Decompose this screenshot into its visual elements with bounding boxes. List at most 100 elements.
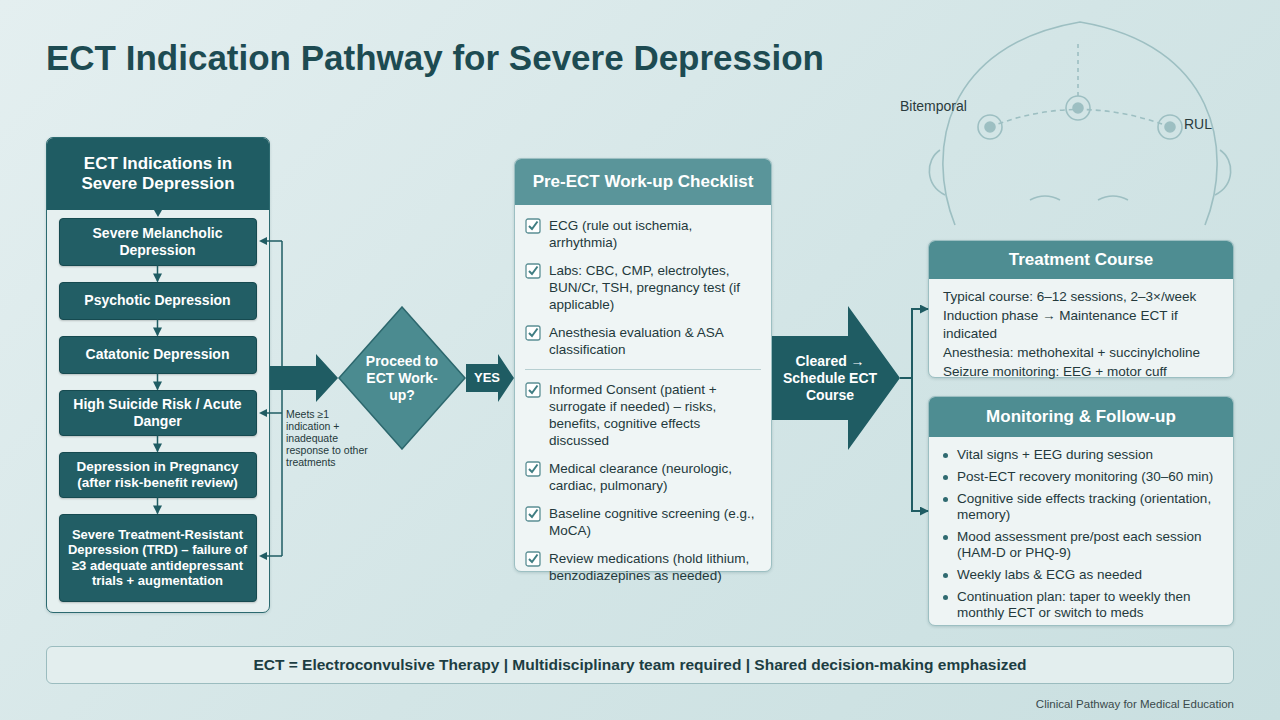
electrode-dot xyxy=(1165,122,1175,132)
checkbox-tick xyxy=(529,510,538,518)
box-text: Psychotic Depression xyxy=(84,292,230,309)
bracket-heads xyxy=(154,210,267,560)
item-text: Vital signs + EEG during session xyxy=(957,447,1221,463)
checkbox-icon xyxy=(525,551,541,567)
list-item: Seizure monitoring: EEG + motor cuff xyxy=(943,363,1219,381)
electrode-ring xyxy=(978,115,1002,139)
list-item: Induction phase → Maintenance ECT if ind… xyxy=(943,307,1219,343)
shape-text: Cleared → Schedule ECT Course xyxy=(774,353,886,404)
list-item: Post-ECT recovery monitoring (30–60 min) xyxy=(941,469,1221,485)
indication-box: High Suicide Risk / Acute Danger xyxy=(59,390,257,436)
bullet-dot xyxy=(943,595,948,600)
box-text: Catatonic Depression xyxy=(86,346,230,363)
checklist-panel: Pre-ECT Work-up ChecklistECG (rule out i… xyxy=(514,158,772,572)
list-item: ECG (rule out ischemia, arrhythmia) xyxy=(525,217,761,251)
item-text: ECG (rule out ischemia, arrhythmia) xyxy=(549,217,761,251)
list-item: Informed Consent (patient + surrogate if… xyxy=(525,381,761,449)
electrode-dot xyxy=(1073,103,1083,113)
footer-text: ECT = Electroconvulsive Therapy | Multid… xyxy=(253,656,1026,674)
cleared-arrow: Cleared → Schedule ECT Course xyxy=(772,306,900,450)
panel-header: Monitoring & Follow-up xyxy=(929,397,1233,437)
annotation-label: RUL xyxy=(1184,116,1212,132)
electrode-path xyxy=(990,110,1170,128)
flow-arrow xyxy=(466,354,514,402)
panel-body: Typical course: 6–12 sessions, 2–3×/week… xyxy=(929,279,1233,386)
checkbox-icon xyxy=(525,506,541,522)
indication-box: Catatonic Depression xyxy=(59,336,257,374)
indication-bracket xyxy=(266,241,282,556)
bracket-line xyxy=(281,241,283,556)
item-text: Labs: CBC, CMP, electrolytes, BUN/Cr, TS… xyxy=(549,262,761,313)
checkbox-tick xyxy=(529,555,538,563)
checkbox-icon xyxy=(525,461,541,477)
box-text: Severe Melancholic Depression xyxy=(68,225,248,258)
item-text: Post-ECT recovery monitoring (30–60 min) xyxy=(957,469,1221,485)
item-text: Seizure monitoring: EEG + motor cuff xyxy=(943,363,1219,381)
eye-line xyxy=(1030,196,1060,200)
item-text: Cognitive side effects tracking (orienta… xyxy=(957,491,1221,523)
flow-connector xyxy=(157,436,159,452)
item-text: Anesthesia evaluation & ASA classificati… xyxy=(549,324,761,358)
list-item: Continuation plan: taper to weekly then … xyxy=(941,589,1221,621)
item-text: Medical clearance (neurologic, cardiac, … xyxy=(549,460,761,494)
bracket-arm xyxy=(266,555,282,557)
checkbox-tick xyxy=(529,386,538,394)
bracket-arrowhead xyxy=(259,552,267,560)
bullet-dot xyxy=(943,453,948,458)
checkbox-icon xyxy=(525,263,541,279)
header-arrowhead xyxy=(154,210,162,217)
treatment-panel: Treatment CourseTypical course: 6–12 ses… xyxy=(928,240,1234,378)
item-text: Anesthesia: methohexital + succinylcholi… xyxy=(943,344,1219,362)
list-item: Anesthesia evaluation & ASA classificati… xyxy=(525,324,761,358)
divider-line xyxy=(525,369,761,370)
bullet-dot xyxy=(943,573,948,578)
vertex-line xyxy=(1077,40,1079,96)
box-text: High Suicide Risk / Acute Danger xyxy=(68,396,248,429)
ear-outline xyxy=(929,150,945,195)
list-item: Mood assessment pre/post each session (H… xyxy=(941,529,1221,561)
indication-box: Severe Treatment-Resistant Depression (T… xyxy=(59,514,257,602)
bracket-arrowhead xyxy=(259,237,267,245)
monitoring-panel: Monitoring & Follow-upVital signs + EEG … xyxy=(928,396,1234,626)
list-item: Baseline cognitive screening (e.g., MoCA… xyxy=(525,505,761,539)
item-text: Review medications (hold lithium, benzod… xyxy=(549,550,761,584)
annotation-label: Bitemporal xyxy=(900,98,967,114)
bracket-arm xyxy=(266,240,282,242)
checkbox-frame xyxy=(526,219,540,233)
panel-header: Pre-ECT Work-up Checklist xyxy=(515,159,771,205)
ear-outline xyxy=(1215,150,1231,195)
checkbox-frame xyxy=(526,326,540,340)
checkbox-frame xyxy=(526,383,540,397)
list-item: Typical course: 6–12 sessions, 2–3×/week xyxy=(943,288,1219,306)
list-item: Review medications (hold lithium, benzod… xyxy=(525,550,761,584)
diamond-outline xyxy=(339,307,465,449)
panel-header: ECT Indications in Severe Depression xyxy=(47,138,269,210)
indication-box: Severe Melancholic Depression xyxy=(59,218,257,266)
panel-body: ECG (rule out ischemia, arrhythmia) Labs:… xyxy=(515,205,771,601)
flow-connector xyxy=(157,320,159,336)
box-text: Severe Treatment-Resistant Depression (T… xyxy=(68,527,248,589)
eye-line xyxy=(1098,196,1128,200)
footer-band: ECT = Electroconvulsive Therapy | Multid… xyxy=(46,646,1234,684)
box-text: Depression in Pregnancy (after risk-bene… xyxy=(68,459,248,491)
checkbox-icon xyxy=(525,218,541,234)
bullet-dot xyxy=(943,497,948,502)
decision-diamond: Proceed to ECT Work-up? xyxy=(338,306,466,450)
flow-connector xyxy=(157,498,159,514)
arrow-outline xyxy=(772,306,900,450)
item-text: Informed Consent (patient + surrogate if… xyxy=(549,381,761,449)
item-text: Mood assessment pre/post each session (H… xyxy=(957,529,1221,561)
edge-label: YES xyxy=(466,370,508,386)
branch-connector xyxy=(900,378,928,511)
list-item: Medical clearance (neurologic, cardiac, … xyxy=(525,460,761,494)
checkbox-icon xyxy=(525,382,541,398)
indication-box: Psychotic Depression xyxy=(59,282,257,320)
flow-arrow xyxy=(270,354,338,402)
panel-body: Vital signs + EEG during sessionPost-ECT… xyxy=(929,437,1233,631)
checkbox-frame xyxy=(526,462,540,476)
checkbox-frame xyxy=(526,552,540,566)
item-text: Continuation plan: taper to weekly then … xyxy=(957,589,1221,621)
diagram-title: ECT Indication Pathway for Severe Depres… xyxy=(46,38,824,78)
bullet-dot xyxy=(943,475,948,480)
